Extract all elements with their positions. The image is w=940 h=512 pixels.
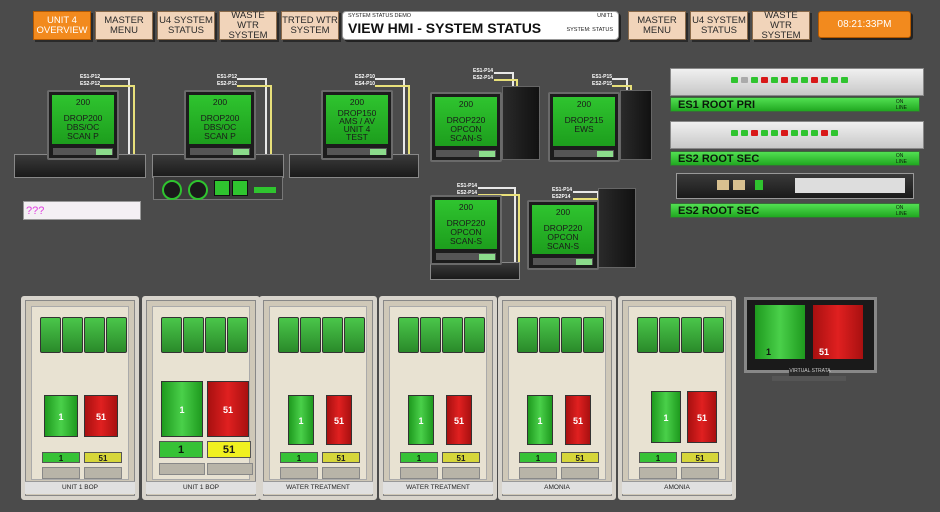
io-module-right: 51 bbox=[687, 391, 717, 443]
rack-label: AMONIA bbox=[502, 481, 612, 494]
network-cable bbox=[100, 85, 135, 158]
io-module-left: 1 bbox=[161, 381, 203, 437]
rack-label: AMONIA bbox=[622, 481, 732, 494]
virtual-strata-monitor[interactable]: 1 51 bbox=[744, 297, 877, 373]
network-cable bbox=[494, 72, 514, 94]
network-cable bbox=[375, 78, 405, 158]
io-module-right: 51 bbox=[446, 395, 472, 445]
unknown-status-box: ??? bbox=[23, 201, 141, 220]
status-tag-right: 51 bbox=[207, 441, 251, 458]
io-module-left: 1 bbox=[408, 395, 434, 445]
virtual-strata-label: VIRTUAL STRATA bbox=[789, 368, 831, 374]
nav-right-master-menu-button[interactable]: MASTER MENU bbox=[628, 11, 686, 40]
switch-chassis-es2-b bbox=[676, 173, 914, 199]
status-tag-right: 51 bbox=[442, 452, 480, 463]
server-tower bbox=[620, 90, 652, 160]
nav-right-u4-system-status-button[interactable]: U4 SYSTEM STATUS bbox=[690, 11, 748, 40]
monitor-stand bbox=[789, 370, 829, 376]
nav-unit4-overview-button[interactable]: UNIT 4 OVERVIEW bbox=[33, 11, 91, 40]
page-title: VIEW HMI - SYSTEM STATUS bbox=[348, 20, 542, 36]
status-tag-left: 1 bbox=[400, 452, 438, 463]
clock-display: 08:21:33PM bbox=[818, 11, 911, 38]
title-system-label: SYSTEM: STATUS bbox=[566, 27, 613, 33]
status-tag-left: 1 bbox=[519, 452, 557, 463]
rack-amonia-1[interactable]: 1 51 1 51 AMONIA bbox=[498, 296, 616, 500]
status-tag-right: 51 bbox=[322, 452, 360, 463]
switch-chassis-es1 bbox=[670, 68, 924, 96]
rack-label: UNIT 1 BOP bbox=[146, 481, 256, 494]
status-tag-right: 51 bbox=[681, 452, 719, 463]
io-module-left: 1 bbox=[527, 395, 553, 445]
virtual-strata-right: 51 bbox=[813, 305, 863, 359]
io-module-right: 51 bbox=[207, 381, 249, 437]
rack-unit1-bop-1[interactable]: 1 51 1 51 UNIT 1 BOP bbox=[21, 296, 139, 500]
nav-waste-water-button[interactable]: WASTE WTR SYSTEM bbox=[219, 10, 277, 40]
monitor-base bbox=[772, 376, 846, 381]
io-module-left: 1 bbox=[44, 395, 78, 437]
rack-unit1-bop-2[interactable]: 1 51 1 51 UNIT 1 BOP bbox=[142, 296, 260, 500]
io-module-right: 51 bbox=[326, 395, 352, 445]
fan-icon bbox=[214, 180, 230, 196]
io-module-left: 1 bbox=[288, 395, 314, 445]
status-tag-left: 1 bbox=[42, 452, 80, 463]
network-cable bbox=[478, 187, 516, 265]
rack-label: WATER TREATMENT bbox=[383, 481, 493, 494]
rack-label: WATER TREATMENT bbox=[263, 481, 373, 494]
status-tag-right: 51 bbox=[84, 452, 122, 463]
status-tag-right: 51 bbox=[561, 452, 599, 463]
switch-chassis-es2 bbox=[670, 121, 924, 149]
nav-u4-system-status-button[interactable]: U4 SYSTEM STATUS bbox=[157, 11, 215, 40]
title-unit-label: UNIT1 bbox=[597, 13, 613, 19]
virtual-strata-left: 1 bbox=[755, 305, 805, 359]
nav-right-waste-water-button[interactable]: WASTE WTR SYSTEM bbox=[752, 10, 810, 40]
nav-master-menu-button[interactable]: MASTER MENU bbox=[95, 11, 153, 40]
status-tag-left: 1 bbox=[639, 452, 677, 463]
io-module-right: 51 bbox=[565, 395, 591, 445]
status-tag-left: 1 bbox=[159, 441, 203, 458]
network-cable bbox=[100, 78, 130, 158]
server-tower bbox=[502, 86, 540, 160]
io-module-left: 1 bbox=[651, 391, 681, 443]
status-led bbox=[254, 187, 276, 193]
io-module-right: 51 bbox=[84, 395, 118, 437]
network-cable bbox=[237, 85, 272, 158]
rack-water-treatment-2[interactable]: 1 51 1 51 WATER TREATMENT bbox=[379, 296, 497, 500]
title-subtitle: SYSTEM STATUS DEMO bbox=[348, 13, 412, 19]
network-cable bbox=[375, 85, 410, 158]
network-cable bbox=[237, 78, 267, 158]
status-tag-left: 1 bbox=[280, 452, 318, 463]
rack-water-treatment-1[interactable]: 1 51 1 51 WATER TREATMENT bbox=[259, 296, 377, 500]
gauge-icon bbox=[188, 180, 208, 200]
gauge-icon bbox=[162, 180, 182, 200]
nav-treated-water-button[interactable]: TRTED WTR SYSTEM bbox=[281, 11, 339, 40]
rack-label: UNIT 1 BOP bbox=[25, 481, 135, 494]
fan-icon bbox=[232, 180, 248, 196]
network-cable bbox=[612, 85, 632, 94]
rack-amonia-2[interactable]: 1 51 1 51 AMONIA bbox=[618, 296, 736, 500]
fan-panel bbox=[153, 176, 283, 200]
server-tower bbox=[598, 188, 636, 268]
page-title-panel: SYSTEM STATUS DEMO UNIT1 VIEW HMI - SYST… bbox=[342, 11, 619, 40]
